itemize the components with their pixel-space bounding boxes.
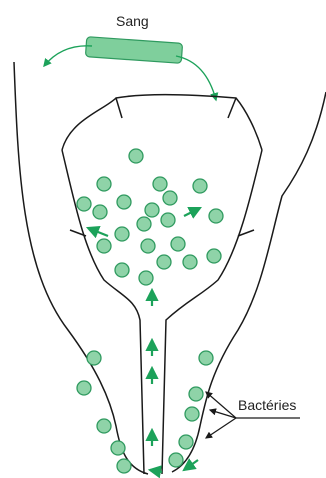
bacteria-dot bbox=[207, 249, 221, 263]
bacteria-dot bbox=[115, 227, 129, 241]
bacteria-dot bbox=[145, 203, 159, 217]
cell-boundary-2 bbox=[228, 98, 236, 118]
callout-line-1 bbox=[206, 392, 236, 418]
movement-arrow bbox=[184, 460, 198, 470]
bacteria-dot bbox=[139, 271, 153, 285]
bacteria-dot bbox=[97, 419, 111, 433]
bacteria-dot bbox=[157, 255, 171, 269]
bacteria-dot bbox=[117, 195, 131, 209]
bacteria-dot bbox=[179, 435, 193, 449]
movement-arrow bbox=[150, 470, 162, 472]
bacteria-dot bbox=[87, 351, 101, 365]
bacteria-dot bbox=[111, 441, 125, 455]
cell-boundary-1 bbox=[116, 98, 122, 118]
bacteria-dot bbox=[137, 217, 151, 231]
bacteria-dot bbox=[115, 263, 129, 277]
bacteria-dot bbox=[183, 255, 197, 269]
bacteria-dot bbox=[189, 387, 203, 401]
bacteria-dot bbox=[153, 177, 167, 191]
blood-vessel bbox=[44, 37, 216, 100]
bacteria-dot bbox=[161, 213, 175, 227]
flow-arrow-right bbox=[176, 56, 216, 100]
bacteria-dot bbox=[193, 179, 207, 193]
bacteria-dot bbox=[129, 149, 143, 163]
bacteria-dot bbox=[77, 381, 91, 395]
gland-top bbox=[62, 95, 262, 150]
bacteria-dot bbox=[117, 459, 131, 473]
bacteria-dot bbox=[141, 239, 155, 253]
bacteria-dot bbox=[209, 209, 223, 223]
bacteria-dot bbox=[97, 177, 111, 191]
bacteria-dot bbox=[171, 237, 185, 251]
bacteria-dot bbox=[169, 453, 183, 467]
bacteria-dot bbox=[163, 191, 177, 205]
bacteria-label: Bactéries bbox=[238, 397, 296, 413]
bacteria-dot bbox=[93, 205, 107, 219]
movement-arrow bbox=[184, 208, 200, 216]
callout-line-3 bbox=[206, 418, 236, 438]
bacteria-dot bbox=[199, 351, 213, 365]
bacteria-dot bbox=[97, 239, 111, 253]
movement-arrow bbox=[88, 228, 108, 236]
flow-arrow-left bbox=[44, 46, 92, 66]
bacteria-dot bbox=[185, 407, 199, 421]
vessel-icon bbox=[85, 37, 182, 64]
bacteria-dot bbox=[77, 197, 91, 211]
blood-label: Sang bbox=[116, 13, 149, 29]
